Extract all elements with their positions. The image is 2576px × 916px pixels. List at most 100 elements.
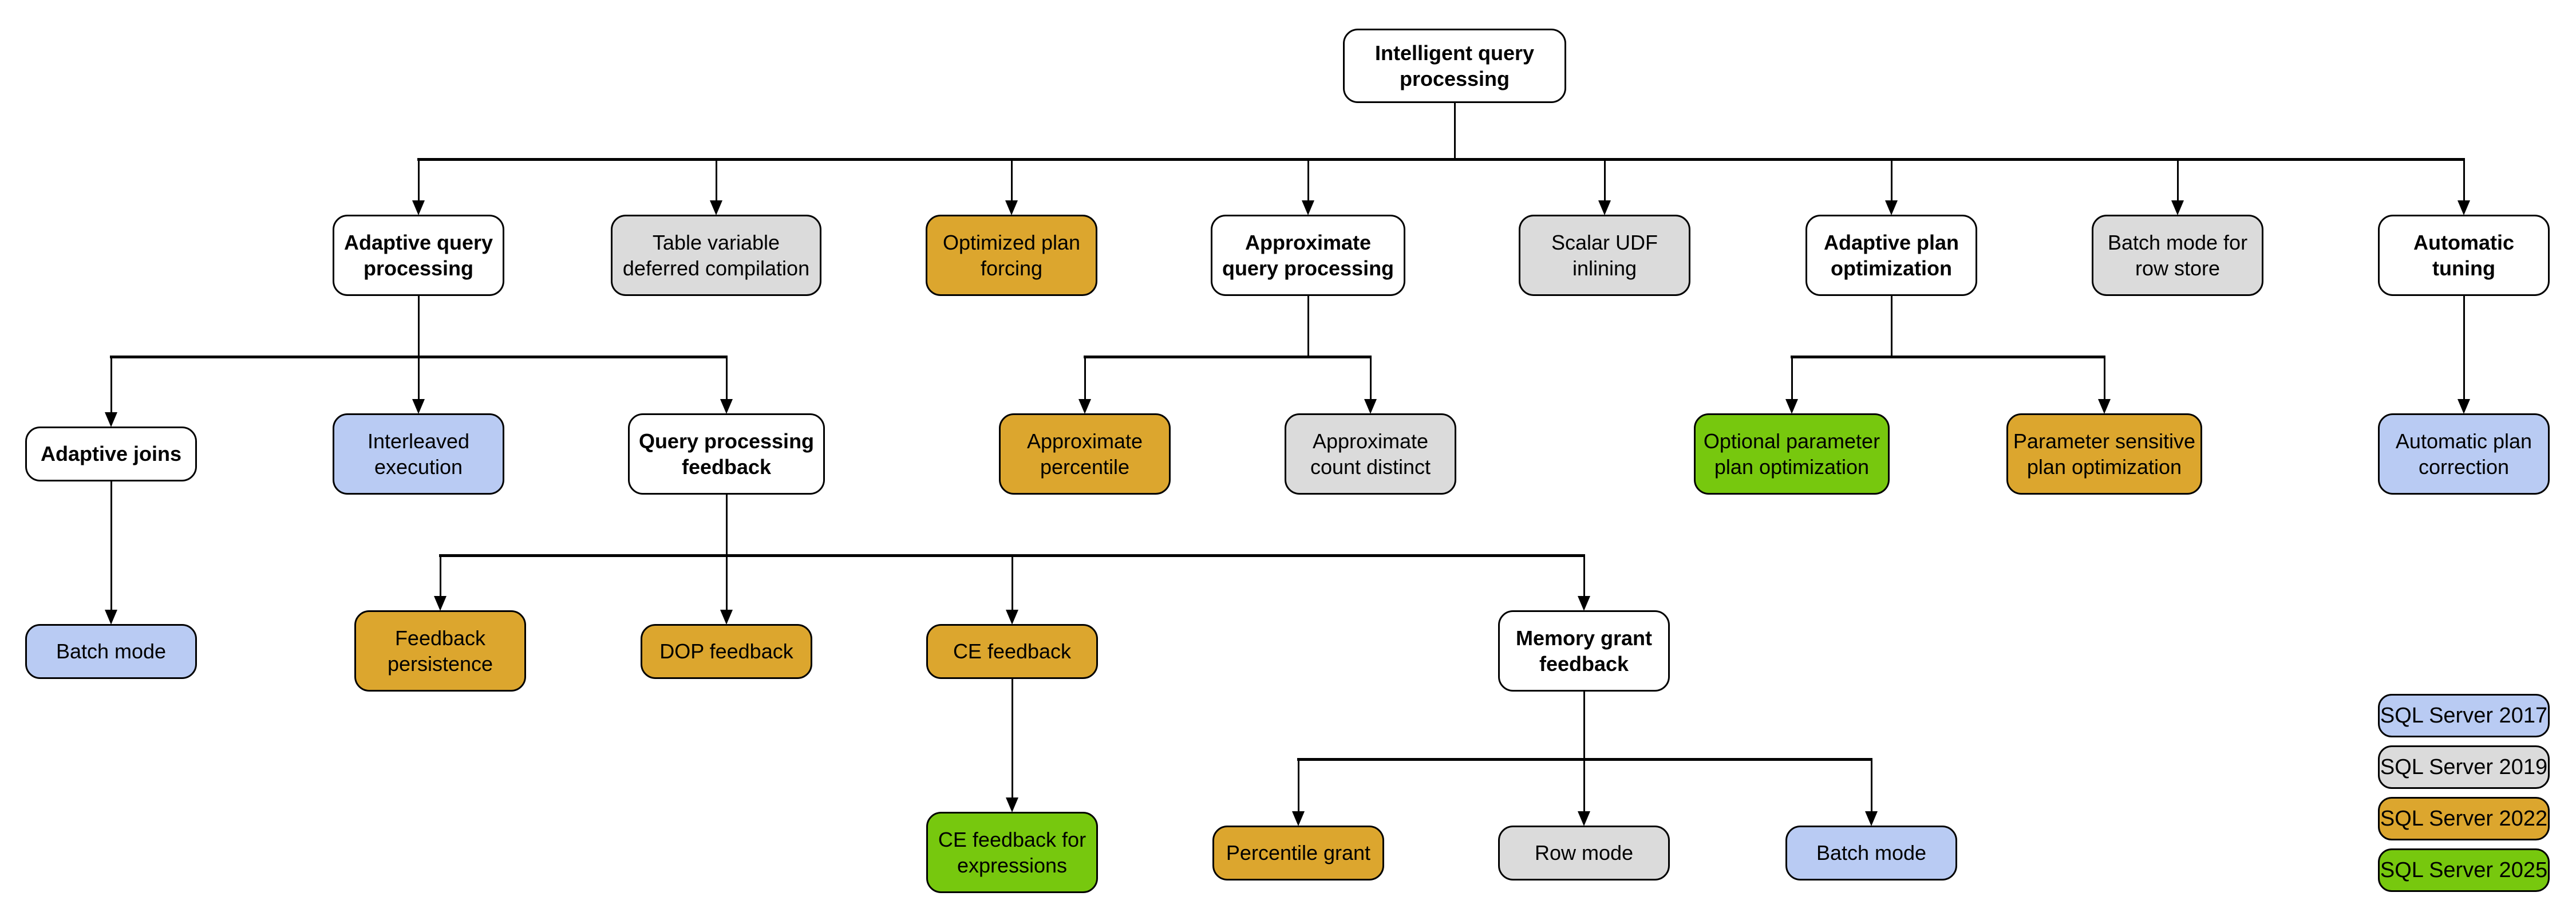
arrowhead-icon <box>2458 200 2470 215</box>
node-dop-feedback: DOP feedback <box>641 624 812 679</box>
connector-line <box>1603 159 1606 202</box>
node-adaptive-query-processing: Adaptive query processing <box>333 215 504 296</box>
node-approximate-count-distinct: Approximate count distinct <box>1285 413 1456 495</box>
node-approximate-query-processing: Approximate query processing <box>1211 215 1405 296</box>
node-label: Table variable deferred compilation <box>622 230 810 280</box>
node-label: Feedback persistence <box>387 626 493 676</box>
arrowhead-icon <box>434 596 447 611</box>
connector-line <box>725 357 728 401</box>
node-ce-feedback-for-expressions: CE feedback for expressions <box>926 812 1098 893</box>
arrowhead-icon <box>412 399 425 414</box>
node-label: Parameter sensitive plan optimization <box>2013 429 2196 479</box>
connector-line <box>110 357 112 414</box>
node-label: Batch mode <box>56 639 167 664</box>
node-label: Optimized plan forcing <box>942 230 1081 280</box>
node-label: Adaptive query processing <box>343 230 493 280</box>
connector-line <box>1583 555 1585 598</box>
legend-item-sql-server-2025: SQL Server 2025 <box>2378 848 2550 892</box>
legend-item-sql-server-2019: SQL Server 2019 <box>2378 745 2550 789</box>
node-percentile-grant: Percentile grant <box>1212 826 1384 881</box>
node-label: CE feedback <box>953 639 1072 664</box>
connector-line <box>1890 159 1893 202</box>
node-label: Adaptive plan optimization <box>1823 230 1959 280</box>
node-label: Approximate query processing <box>1222 230 1394 280</box>
connector-line <box>439 555 441 598</box>
arrowhead-icon <box>1006 610 1018 625</box>
node-label: Approximate count distinct <box>1310 429 1431 479</box>
connector-bus-line <box>1791 355 2105 358</box>
node-label: Batch mode <box>1816 841 1927 865</box>
arrowhead-icon <box>105 610 117 625</box>
connector-line <box>1870 759 1872 813</box>
node-label: Row mode <box>1534 841 1634 865</box>
connector-line <box>1307 296 1309 357</box>
connector-line <box>417 296 420 357</box>
legend-label: SQL Server 2017 <box>2380 703 2548 728</box>
node-optional-parameter-plan-optimization: Optional parameter plan optimization <box>1694 413 1890 495</box>
node-optimized-plan-forcing: Optimized plan forcing <box>926 215 1097 296</box>
node-feedback-persistence: Feedback persistence <box>354 610 526 692</box>
arrowhead-icon <box>412 200 425 215</box>
node-label: Scalar UDF inlining <box>1551 230 1658 280</box>
node-label: Percentile grant <box>1226 841 1371 865</box>
connector-line <box>2103 357 2105 401</box>
arrowhead-icon <box>105 412 117 427</box>
node-label: Approximate percentile <box>1026 429 1143 479</box>
arrowhead-icon <box>1005 200 1018 215</box>
connector-line <box>110 481 112 611</box>
arrowhead-icon <box>710 200 722 215</box>
arrowhead-icon <box>1598 200 1611 215</box>
legend-item-sql-server-2022: SQL Server 2022 <box>2378 797 2550 840</box>
connector-bus-line <box>417 157 2465 161</box>
node-automatic-plan-correction: Automatic plan correction <box>2378 413 2550 495</box>
node-label: DOP feedback <box>659 639 793 664</box>
node-query-processing-feedback: Query processing feedback <box>628 413 825 495</box>
legend-label: SQL Server 2025 <box>2380 858 2548 882</box>
connector-line <box>417 159 420 202</box>
connector-line <box>725 495 728 555</box>
connector-bus-line <box>1084 355 1372 358</box>
node-approximate-percentile: Approximate percentile <box>999 413 1171 495</box>
arrowhead-icon <box>1078 399 1091 414</box>
arrowhead-icon <box>2171 200 2184 215</box>
connector-line <box>725 555 728 611</box>
arrowhead-icon <box>1292 811 1305 826</box>
connector-bus-line <box>1297 757 1872 761</box>
arrowhead-icon <box>1006 797 1018 812</box>
node-table-variable-deferred-compilation: Table variable deferred compilation <box>611 215 821 296</box>
connector-line <box>1297 759 1299 813</box>
node-label: Batch mode for row store <box>2107 230 2248 280</box>
arrowhead-icon <box>1865 811 1878 826</box>
node-memory-grant-feedback: Memory grant feedback <box>1498 610 1670 692</box>
arrowhead-icon <box>720 399 733 414</box>
node-label: Optional parameter plan optimization <box>1703 429 1880 479</box>
arrowhead-icon <box>1364 399 1377 414</box>
arrowhead-icon <box>1578 811 1590 826</box>
arrowhead-icon <box>1885 200 1898 215</box>
node-ce-feedback: CE feedback <box>926 624 1098 679</box>
connector-line <box>2176 159 2179 202</box>
connector-line <box>1890 296 1893 357</box>
node-label: Memory grant feedback <box>1515 626 1653 676</box>
node-row-mode: Row mode <box>1498 826 1670 881</box>
node-label: Automatic tuning <box>2413 230 2514 280</box>
node-label: Interleaved execution <box>367 429 470 479</box>
connector-line <box>2463 159 2465 202</box>
node-parameter-sensitive-plan-optimization: Parameter sensitive plan optimization <box>2006 413 2202 495</box>
node-batch-mode-memory-grant: Batch mode <box>1785 826 1957 881</box>
connector-line <box>1791 357 1793 401</box>
node-label: Automatic plan correction <box>2395 429 2532 479</box>
legend-item-sql-server-2017: SQL Server 2017 <box>2378 694 2550 737</box>
legend-label: SQL Server 2022 <box>2380 806 2548 831</box>
connector-line <box>1011 555 1013 611</box>
connector-line <box>1084 357 1086 401</box>
connector-line <box>2463 296 2465 401</box>
arrowhead-icon <box>1302 200 1314 215</box>
node-intelligent-query-processing: Intelligent query processing <box>1343 29 1566 103</box>
connector-line <box>1307 159 1309 202</box>
connector-line <box>715 159 717 202</box>
node-label: CE feedback for expressions <box>938 827 1086 877</box>
legend-label: SQL Server 2019 <box>2380 755 2548 779</box>
node-label: Intelligent query processing <box>1374 41 1535 90</box>
